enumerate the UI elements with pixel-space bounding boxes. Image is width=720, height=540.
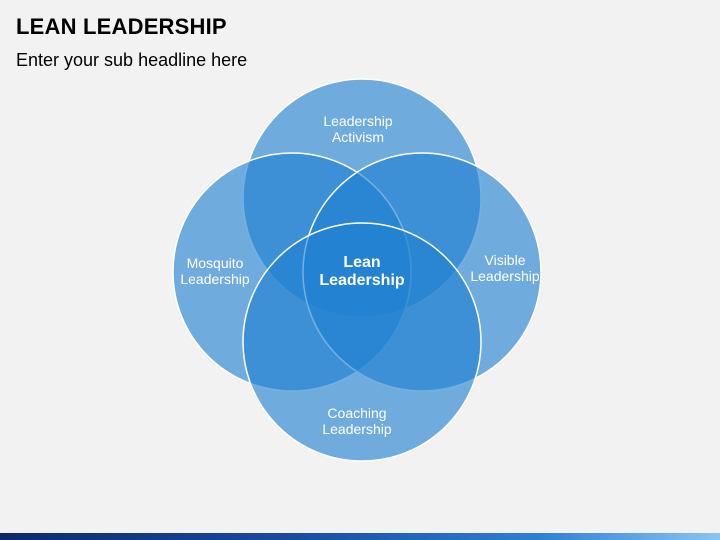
label-bottom-line1: Coaching — [327, 405, 386, 421]
label-top-line2: Activism — [332, 129, 384, 145]
circle-bottom — [242, 222, 482, 462]
label-bottom-line2: Leadership — [322, 421, 391, 437]
label-right-line2: Leadership — [470, 268, 539, 284]
footer-accent-bar — [0, 533, 720, 540]
center-label-line2: Leadership — [319, 272, 405, 289]
label-left-line1: Mosquito — [187, 255, 244, 271]
label-left-line2: Leadership — [180, 271, 249, 287]
page-subtitle: Enter your sub headline here — [16, 50, 248, 70]
page-title: LEAN LEADERSHIP — [16, 14, 227, 39]
label-top-line1: Leadership — [323, 113, 392, 129]
label-right-line1: Visible — [485, 252, 526, 268]
center-label-line1: Lean — [343, 254, 380, 271]
